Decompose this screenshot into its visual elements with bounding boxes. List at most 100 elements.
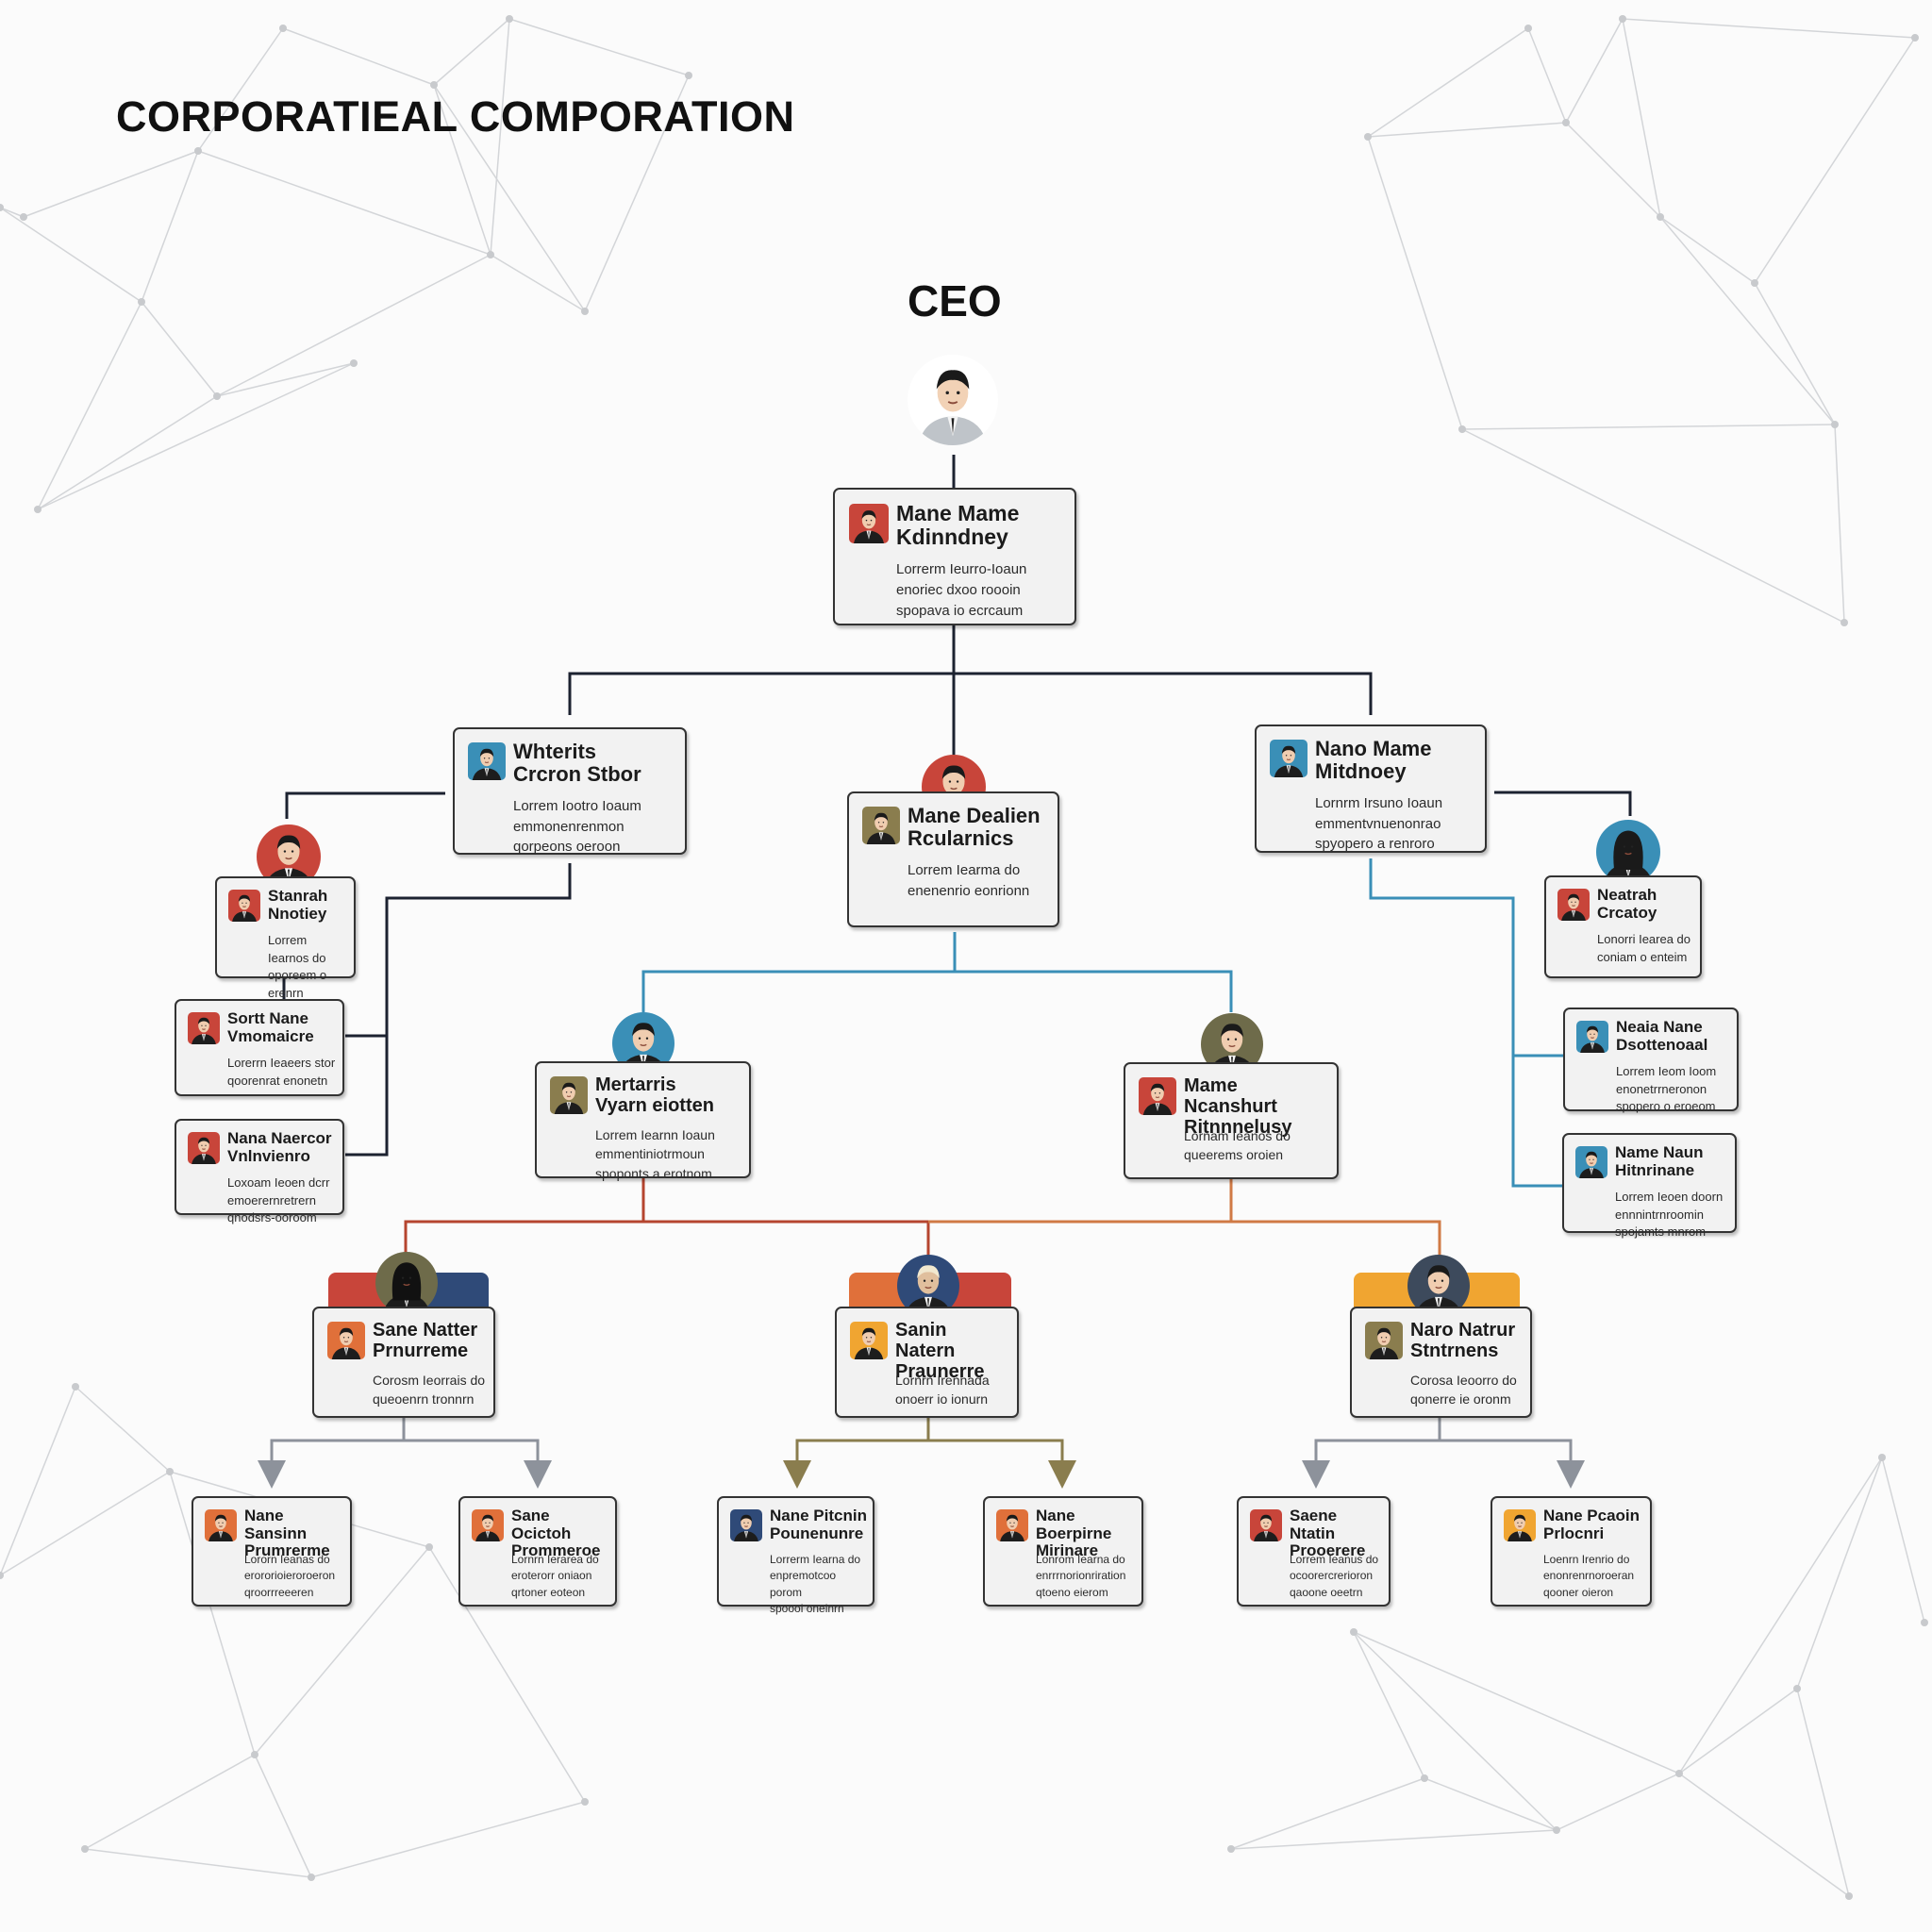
person-description: Lornrn Irennada onoerr io ionurn <box>895 1373 990 1407</box>
network-node <box>194 147 202 155</box>
network-line <box>1754 37 1916 284</box>
network-node <box>1350 1628 1357 1636</box>
network-node <box>1364 133 1372 141</box>
network-node <box>34 506 42 513</box>
person-avatar-icon <box>1557 889 1590 921</box>
person-description: Lornam Ieanos do queerems oroien <box>1184 1128 1291 1163</box>
network-line <box>216 254 491 397</box>
connector-line <box>285 791 445 819</box>
network-node <box>1921 1619 1928 1626</box>
person-description: Lorrem Iearma do enenenrio eonrionn <box>908 861 1030 899</box>
avatar-right-lead-icon <box>1596 820 1660 884</box>
network-line <box>1527 27 1567 124</box>
arrow-head <box>1563 1472 1578 1483</box>
network-line <box>1796 1457 1883 1690</box>
connector-line <box>783 1439 1076 1489</box>
network-line <box>490 254 586 312</box>
person-name: Nane Pitcnin Pounenunre <box>770 1507 867 1542</box>
network-line <box>37 301 142 510</box>
network-line <box>1659 216 1756 284</box>
person-name: Mane Dealien Rcularnics <box>908 804 1041 851</box>
network-node <box>1845 1892 1853 1900</box>
network-line <box>1565 18 1624 124</box>
network-node <box>1562 119 1570 126</box>
person-avatar-icon <box>1575 1146 1607 1178</box>
network-line <box>1678 1688 1798 1774</box>
network-line <box>1353 1631 1680 1774</box>
person-description: Lorrem Ieanus do ocoorercrerioron qaoone… <box>1290 1552 1379 1599</box>
network-node <box>1458 425 1466 433</box>
person-avatar-icon <box>468 742 506 780</box>
person-name: Neatrah Crcatoy <box>1597 886 1657 922</box>
network-node <box>1751 279 1758 287</box>
network-node <box>1878 1454 1886 1461</box>
person-name: Sane Natter Prnurreme <box>373 1320 478 1361</box>
network-line <box>584 75 690 312</box>
network-line <box>310 1801 586 1878</box>
network-line <box>0 1471 171 1576</box>
network-node <box>685 72 692 79</box>
person-avatar-icon <box>188 1012 220 1044</box>
network-line <box>1754 282 1836 425</box>
person-name: Nane Sansinn Prumrerme <box>244 1507 330 1560</box>
network-node <box>251 1751 258 1758</box>
network-line <box>433 18 510 86</box>
network-node <box>166 1468 174 1475</box>
network-line <box>1678 1457 1883 1774</box>
network-node <box>1840 619 1848 626</box>
network-line <box>1353 1631 1425 1779</box>
avatar-bottom-1 <box>375 1252 438 1314</box>
person-description: Loenrn Irenrio do enonrenrnoroeran qoone… <box>1543 1552 1635 1599</box>
person-description: Lorrem Iearnos do oporeem o erenrn <box>268 932 327 1001</box>
network-node <box>1553 1826 1560 1834</box>
network-line <box>1622 18 1916 39</box>
network-node <box>581 308 589 315</box>
network-line <box>197 27 284 152</box>
person-name: Stanrah Nnotiey <box>268 887 328 923</box>
person-name: Whterits Crcron Stbor <box>513 740 641 787</box>
connector-line <box>1229 1178 1441 1269</box>
ceo-portrait <box>908 355 998 445</box>
person-name: Sane Ocictoh Prommeroe <box>511 1507 601 1560</box>
network-node <box>1911 34 1919 42</box>
person-description: Lorerrn Ieaeers stor qoorenrat enonetn <box>227 1055 336 1088</box>
network-line <box>428 1546 586 1803</box>
network-node <box>506 15 513 23</box>
person-avatar-icon <box>1139 1077 1176 1115</box>
connector-line <box>404 1220 930 1269</box>
network-node <box>487 251 494 258</box>
network-line <box>1367 27 1529 138</box>
network-line <box>23 150 199 218</box>
person-description: Lorrem Ieom Ioom enonetrrneronon spopero… <box>1616 1063 1717 1114</box>
person-name: Nane Pcaoin Prlocnri <box>1543 1507 1641 1542</box>
network-line <box>254 1546 430 1756</box>
person-avatar-icon <box>1576 1021 1608 1053</box>
person-description: Loxoam Ieoen dcrr emoerernretrern qnodsr… <box>227 1174 330 1225</box>
person-description: Lorrerm Iearna do enpremotcoo porom spoo… <box>770 1552 861 1615</box>
person-avatar-icon <box>228 890 260 922</box>
network-line <box>1461 428 1845 624</box>
person-name: Sanin Natern Praunerre <box>895 1320 985 1382</box>
network-node <box>1831 421 1839 428</box>
ceo-portrait-icon <box>908 355 998 445</box>
person-name: Sortt Nane Vmomaicre <box>227 1009 314 1045</box>
network-node <box>81 1845 89 1853</box>
person-description: Lorrem Iootro Ioaum emmonenrenmon qorpeo… <box>513 797 641 856</box>
network-line <box>508 18 690 76</box>
network-node <box>1227 1845 1235 1853</box>
network-line <box>282 27 435 86</box>
person-description: Lorrerm Ieurro-Ioaun enoriec dxoo roooin… <box>896 561 1027 619</box>
network-line <box>169 1471 256 1756</box>
network-line <box>0 207 142 303</box>
arrow-head <box>1308 1472 1324 1483</box>
